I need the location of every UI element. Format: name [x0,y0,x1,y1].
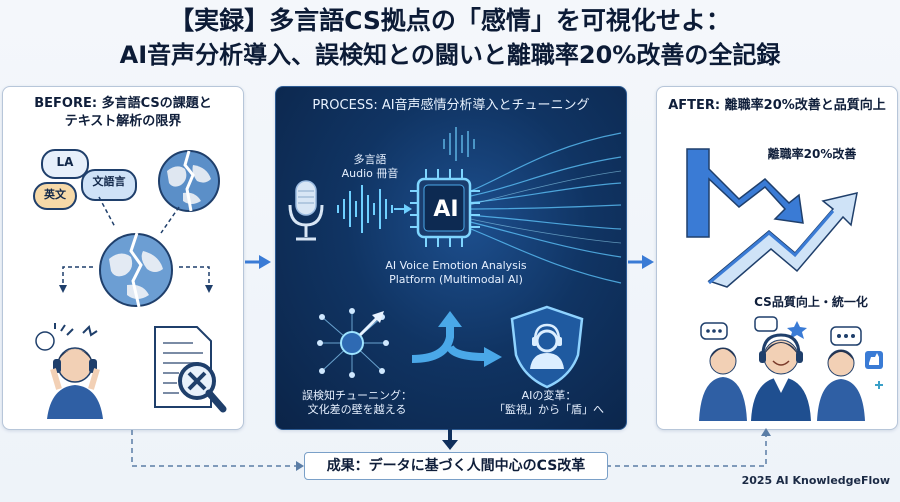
platform-label: AI Voice Emotion Analysis Platform (Mult… [366,259,546,287]
bubble-en-label: 英文 [44,188,66,201]
globe-icon [158,150,220,212]
bubble-jp-label: 文語言 [92,175,126,188]
before-panel: BEFORE: 多言語CSの課題と テキスト解析の限界 LA 英文 文語言 [2,86,244,430]
tuning-line-2: 文化差の壁を越える [307,403,407,416]
before-title-line-1: BEFORE: 多言語CSの課題と [34,96,212,111]
before-title-line-2: テキスト解析の限界 [64,114,182,129]
ai-chip-label: AI [433,197,459,222]
change-line-1: AIの変革： [521,389,577,402]
bubble-jp: 文語言 [81,169,137,201]
result-connectors [131,428,771,471]
result-box: 成果：データに基づく人間中心のCS改革 [304,452,608,480]
bubble-la-label: LA [56,155,74,169]
platform-line-2: Platform (Multimodal AI) [389,273,523,286]
title-line-2: AI音声分析導入、誤検知との闘いと離職率20%改善の全記録 [119,41,781,69]
support-team-icon [699,316,883,421]
document-search-icon [154,326,227,413]
arrow-before-to-process-icon [245,255,271,269]
process-panel-title: PROCESS: AI音声感情分析導入とチューニング [312,98,590,113]
quality-label: CS品質向上・統一化 [754,295,868,309]
platform-line-1: AI Voice Emotion Analysis [385,259,527,272]
microphone-icon [288,180,324,241]
data-flow-lines [337,127,622,284]
after-panel: AFTER: 離職率20%改善と品質向上 離職率20%改善 CS品質向上・統一化 [656,86,898,430]
arrow-process-to-after-icon [628,255,654,269]
broken-globe-icon [99,232,173,308]
bubble-la: LA [41,149,89,179]
bubble-en: 英文 [33,182,77,210]
attrition-label: 離職率20%改善 [767,147,857,161]
stressed-agent-icon [35,323,103,419]
credit-text: 2025 AI KnowledgeFlow [741,474,890,487]
process-panel: PROCESS: AI音声感情分析導入とチューニング [275,86,627,430]
after-panel-title: AFTER: 離職率20%改善と品質向上 [668,98,886,113]
audio-input-label: 多言語 Audio 冊音 [328,153,412,181]
network-tuning-icon [317,308,389,378]
change-line-2: 「監視」から「盾」へ [494,403,604,416]
audio-input-line-1: 多言語 [353,153,387,166]
transform-arrow-icon [411,311,502,367]
change-label: AIの変革： 「監視」から「盾」へ [474,389,624,417]
before-dashed-connectors [59,196,213,293]
audio-input-line-2: Audio 冊音 [341,167,399,180]
page-title: 【実録】多言語CS拠点の「感情」を可視化せよ： AI音声分析導入、誤検知との闘い… [0,4,900,72]
tuning-label: 誤検知チューニング： 文化差の壁を越える [282,389,432,417]
ai-chip-icon [410,169,480,247]
title-line-1: 【実録】多言語CS拠点の「感情」を可視化せよ： [169,6,731,35]
tuning-line-1: 誤検知チューニング： [302,389,412,402]
trend-arrows-icon [686,148,858,288]
before-panel-title: BEFORE: 多言語CSの課題と テキスト解析の限界 [3,95,243,131]
shield-agent-icon [510,305,584,389]
